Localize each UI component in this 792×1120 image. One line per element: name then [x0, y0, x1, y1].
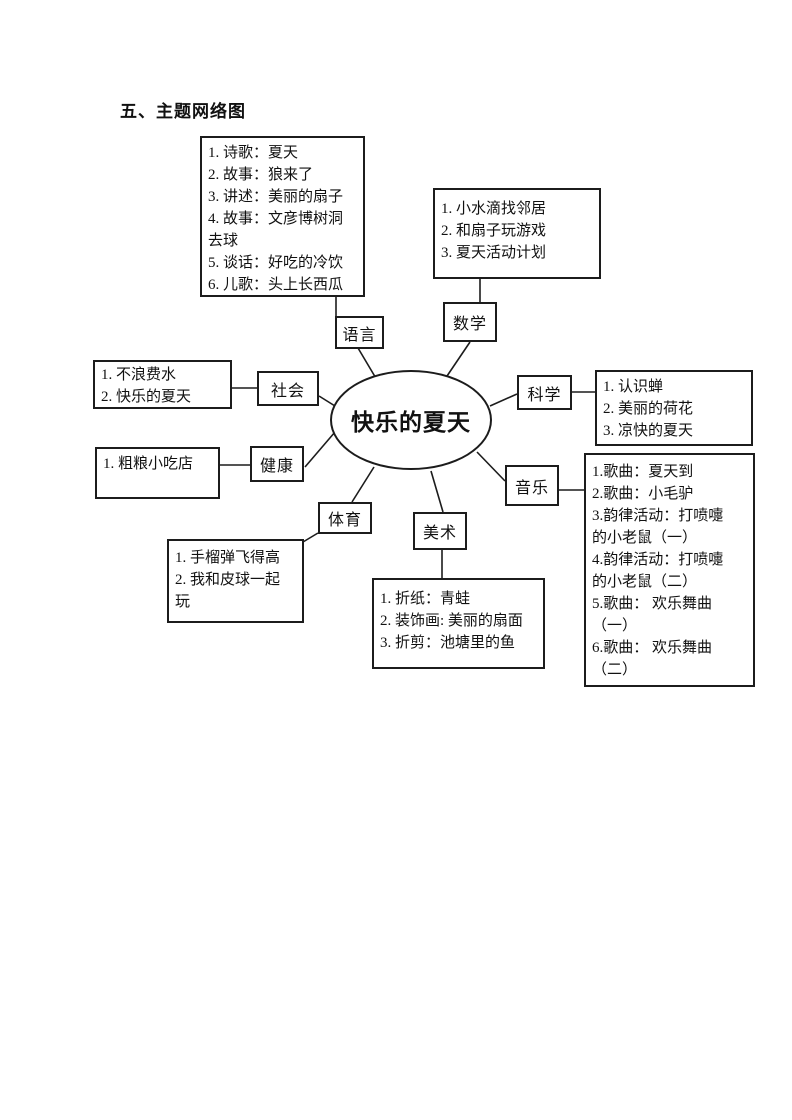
list-item: 2. 美丽的荷花	[603, 401, 694, 417]
page-title: 五、主题网络图	[120, 102, 246, 121]
node-sports-label: 体育	[327, 512, 362, 529]
connector-art-center	[430, 470, 444, 513]
node-science: 科学	[517, 375, 572, 410]
list-item: 3. 折剪：池塘里的鱼	[380, 635, 516, 651]
list-item: 1. 折纸：青蛙	[380, 591, 471, 607]
list-item: 1. 不浪费水	[101, 367, 177, 383]
list-item: 1. 小水滴找邻居	[441, 201, 547, 217]
connector-math-center	[444, 341, 471, 380]
list-item: 1. 手榴弹飞得高	[175, 550, 281, 566]
content-box-math: 1. 小水滴找邻居 2. 和扇子玩游戏 3. 夏天活动计划	[433, 188, 601, 279]
content-box-sports: 1. 手榴弹飞得高 2. 我和皮球一起 玩	[167, 539, 304, 623]
connector-music-center	[476, 451, 506, 482]
list-item: 5. 谈话：好吃的冷饮	[208, 255, 344, 271]
list-item: 1. 认识蝉	[603, 379, 664, 395]
list-item: 5.歌曲： 欢乐舞曲	[592, 596, 713, 612]
center-topic-ellipse: 快乐的夏天	[330, 370, 492, 470]
content-box-language: 1. 诗歌：夏天 2. 故事：狼来了 3. 讲述：美丽的扇子 4. 故事：文彦博…	[200, 136, 365, 297]
node-social: 社会	[257, 371, 319, 406]
list-item: （二）	[592, 662, 638, 678]
list-item: 3. 夏天活动计划	[441, 245, 547, 261]
list-item: 2. 快乐的夏天	[101, 389, 192, 405]
list-item: 3.韵律活动：打喷嚏	[592, 508, 724, 524]
connector-science-center	[489, 393, 518, 407]
content-box-health: 1. 粗粮小吃店	[95, 447, 220, 499]
list-item: 6.歌曲： 欢乐舞曲	[592, 640, 713, 656]
list-item: 的小老鼠（一）	[592, 530, 698, 546]
node-music-label: 音乐	[514, 479, 549, 497]
node-language-label: 语言	[342, 326, 377, 344]
content-box-social: 1. 不浪费水 2. 快乐的夏天	[93, 360, 232, 409]
list-item: 2.歌曲：小毛驴	[592, 486, 694, 502]
list-item: 1.歌曲：夏天到	[592, 464, 694, 480]
content-box-science: 1. 认识蝉 2. 美丽的荷花 3. 凉快的夏天	[595, 370, 753, 446]
node-science-label: 科学	[527, 386, 562, 404]
list-item: 1. 诗歌：夏天	[208, 145, 299, 161]
list-item: 6. 儿歌：头上长西瓜	[208, 277, 344, 293]
list-item: 2. 装饰画: 美丽的扇面	[380, 613, 523, 629]
list-item: 玩	[175, 594, 191, 610]
node-music: 音乐	[505, 465, 559, 506]
connector-health-center	[304, 431, 336, 468]
node-social-label: 社会	[270, 382, 305, 400]
node-art: 美术	[413, 512, 467, 550]
list-item: 2. 我和皮球一起	[175, 572, 281, 588]
node-health-label: 健康	[259, 458, 294, 475]
list-item: 4. 故事：文彦博树洞	[208, 211, 344, 227]
list-item: 去球	[208, 233, 239, 249]
list-item: 的小老鼠（二）	[592, 574, 698, 590]
list-item: 4.韵律活动：打喷嚏	[592, 552, 724, 568]
list-item: 1. 粗粮小吃店	[103, 456, 194, 472]
connector-sports-box	[302, 532, 319, 543]
node-language: 语言	[335, 316, 384, 349]
node-health: 健康	[250, 446, 304, 482]
node-sports: 体育	[318, 502, 372, 534]
list-item: 2. 和扇子玩游戏	[441, 223, 547, 239]
connector-sports-center	[351, 466, 375, 503]
center-topic-label: 快乐的夏天	[351, 410, 471, 435]
content-box-music: 1.歌曲：夏天到 2.歌曲：小毛驴 3.韵律活动：打喷嚏 的小老鼠（一） 4.韵…	[584, 453, 755, 687]
node-math-label: 数学	[452, 316, 487, 333]
list-item: 3. 凉快的夏天	[603, 423, 694, 439]
list-item: 2. 故事：狼来了	[208, 167, 314, 183]
node-art-label: 美术	[422, 525, 457, 542]
content-box-art: 1. 折纸：青蛙 2. 装饰画: 美丽的扇面 3. 折剪：池塘里的鱼	[372, 578, 545, 669]
node-math: 数学	[443, 302, 497, 342]
list-item: 3. 讲述：美丽的扇子	[208, 189, 344, 205]
list-item: （一）	[592, 618, 638, 634]
